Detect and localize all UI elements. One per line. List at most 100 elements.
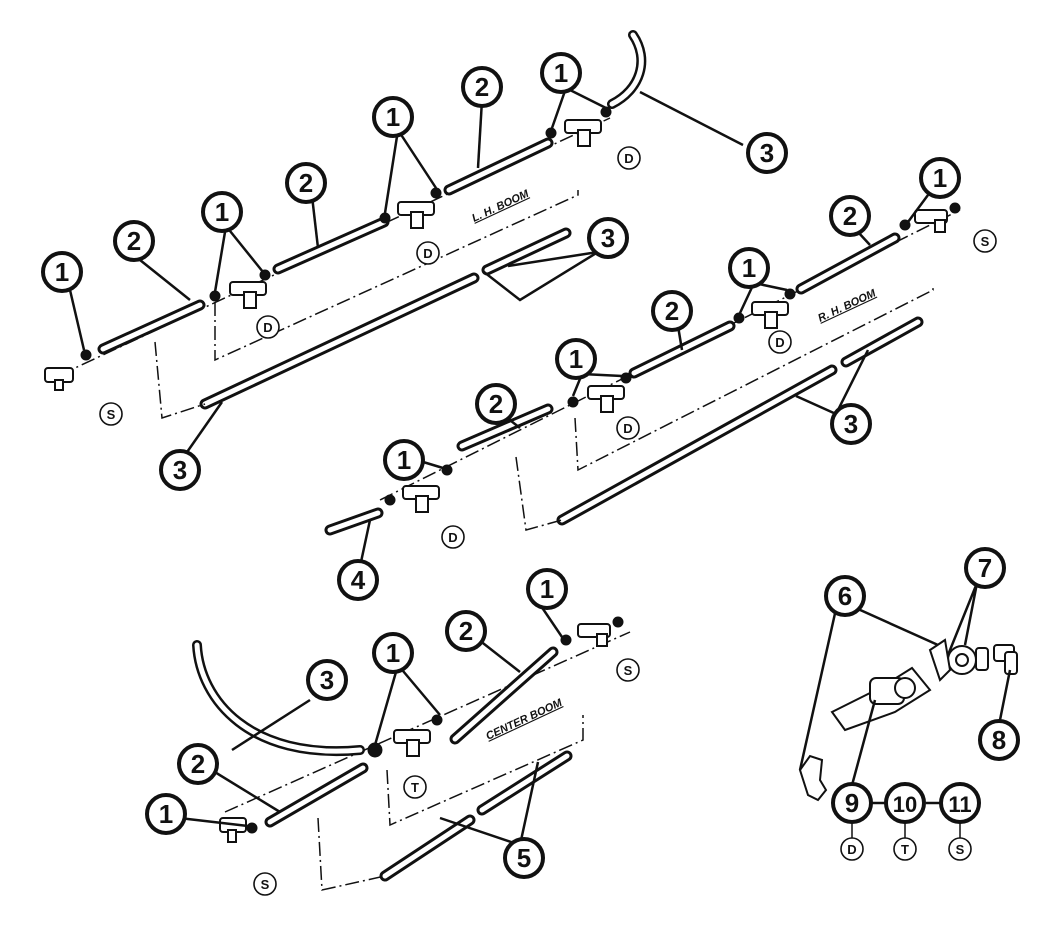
svg-text:6: 6 [838, 581, 852, 611]
nozzle-body-drop [567, 372, 632, 413]
center-boom-long-tube [476, 750, 573, 816]
callout-d: D [416, 241, 440, 265]
callout-d: D [441, 525, 465, 549]
svg-text:2: 2 [191, 749, 205, 779]
callout-s: S [99, 402, 123, 426]
svg-text:1: 1 [742, 253, 756, 283]
callout-2: 2 [651, 290, 693, 332]
nozzle-elbow [993, 644, 1018, 675]
callout-1: 1 [555, 338, 597, 380]
callout-9: 9 [831, 782, 873, 824]
callout-2: 2 [461, 66, 503, 108]
callout-1: 1 [145, 793, 187, 835]
callout-3: 3 [830, 403, 872, 445]
svg-text:S: S [624, 663, 633, 678]
lh-boom-assembly: L. H. BOOM [44, 30, 647, 420]
callout-1: 1 [201, 191, 243, 233]
svg-text:2: 2 [843, 201, 857, 231]
svg-text:2: 2 [459, 616, 473, 646]
rh-boom-label: R. H. BOOM [816, 287, 878, 325]
svg-text:D: D [448, 530, 457, 545]
lh-boom-tube [272, 216, 390, 275]
lh-boom-hose [607, 30, 647, 109]
callout-t: T [893, 837, 917, 861]
callout-t: T [403, 775, 427, 799]
callout-d: D [768, 330, 792, 354]
svg-text:5: 5 [517, 843, 531, 873]
svg-text:1: 1 [540, 574, 554, 604]
callout-1: 1 [383, 439, 425, 481]
svg-text:D: D [263, 320, 272, 335]
svg-text:T: T [411, 780, 419, 795]
svg-text:4: 4 [351, 565, 366, 595]
rh-boom-long-tube [840, 316, 924, 368]
callout-1: 1 [41, 251, 83, 293]
svg-text:7: 7 [978, 553, 992, 583]
callout-s: S [253, 872, 277, 896]
callout-3: 3 [159, 449, 201, 491]
svg-text:11: 11 [948, 792, 971, 817]
svg-text:1: 1 [554, 58, 568, 88]
callout-1: 1 [372, 96, 414, 138]
callout-3: 3 [587, 217, 629, 259]
callout-1: 1 [372, 632, 414, 674]
callout-s: S [948, 837, 972, 861]
nozzle-body-drop [733, 288, 796, 329]
callout-2: 2 [285, 162, 327, 204]
nozzle-body-drop [384, 464, 453, 513]
svg-text:1: 1 [159, 799, 173, 829]
lh-boom-long-tube [481, 227, 572, 276]
svg-text:2: 2 [127, 226, 141, 256]
nozzle-body-drop [209, 269, 271, 309]
lh-boom-long-tube [199, 272, 480, 410]
svg-text:2: 2 [299, 168, 313, 198]
callout-11: 11 [939, 782, 981, 824]
svg-text:S: S [956, 842, 965, 857]
nozzle-body-end [44, 349, 92, 391]
svg-text:1: 1 [569, 344, 583, 374]
center-boom-assembly: CENTER BOOM [192, 616, 631, 891]
rh-boom-stub-tube [324, 507, 384, 536]
svg-text:2: 2 [489, 389, 503, 419]
callout-7: 7 [964, 547, 1006, 589]
callout-3: 3 [746, 132, 788, 174]
svg-text:D: D [623, 421, 632, 436]
callout-2: 2 [829, 195, 871, 237]
callout-d: D [256, 315, 280, 339]
callout-3: 3 [306, 659, 348, 701]
callout-4: 4 [337, 559, 379, 601]
nozzle-body-end [219, 817, 258, 843]
svg-text:2: 2 [665, 296, 679, 326]
nozzle-body-drop [379, 187, 442, 229]
callout-2: 2 [475, 383, 517, 425]
svg-text:D: D [775, 335, 784, 350]
callout-5: 5 [503, 837, 545, 879]
svg-text:D: D [624, 151, 633, 166]
callout-2: 2 [177, 743, 219, 785]
callout-d: D [840, 837, 864, 861]
center-boom-long-tube [379, 814, 476, 882]
rh-boom-long-tube [556, 364, 838, 526]
svg-text:D: D [847, 842, 856, 857]
svg-text:9: 9 [845, 788, 859, 818]
callout-s: S [973, 229, 997, 253]
nozzle-detail-assembly [798, 638, 1018, 802]
nozzle-cap [947, 645, 989, 675]
svg-text:1: 1 [386, 102, 400, 132]
center-boom-tube [264, 762, 369, 828]
svg-text:S: S [981, 234, 990, 249]
lh-boom-tube [97, 299, 206, 355]
svg-text:1: 1 [55, 257, 69, 287]
lh-boom-label: L. H. BOOM [470, 188, 531, 225]
svg-text:S: S [261, 877, 270, 892]
svg-text:S: S [107, 407, 116, 422]
callout-2: 2 [445, 610, 487, 652]
nozzle-body-end [899, 202, 961, 233]
callout-2: 2 [113, 220, 155, 262]
nozzle-clamp [798, 638, 952, 802]
center-boom-tube [449, 646, 559, 745]
svg-text:8: 8 [992, 725, 1006, 755]
callout-d: D [616, 416, 640, 440]
svg-text:3: 3 [844, 409, 858, 439]
